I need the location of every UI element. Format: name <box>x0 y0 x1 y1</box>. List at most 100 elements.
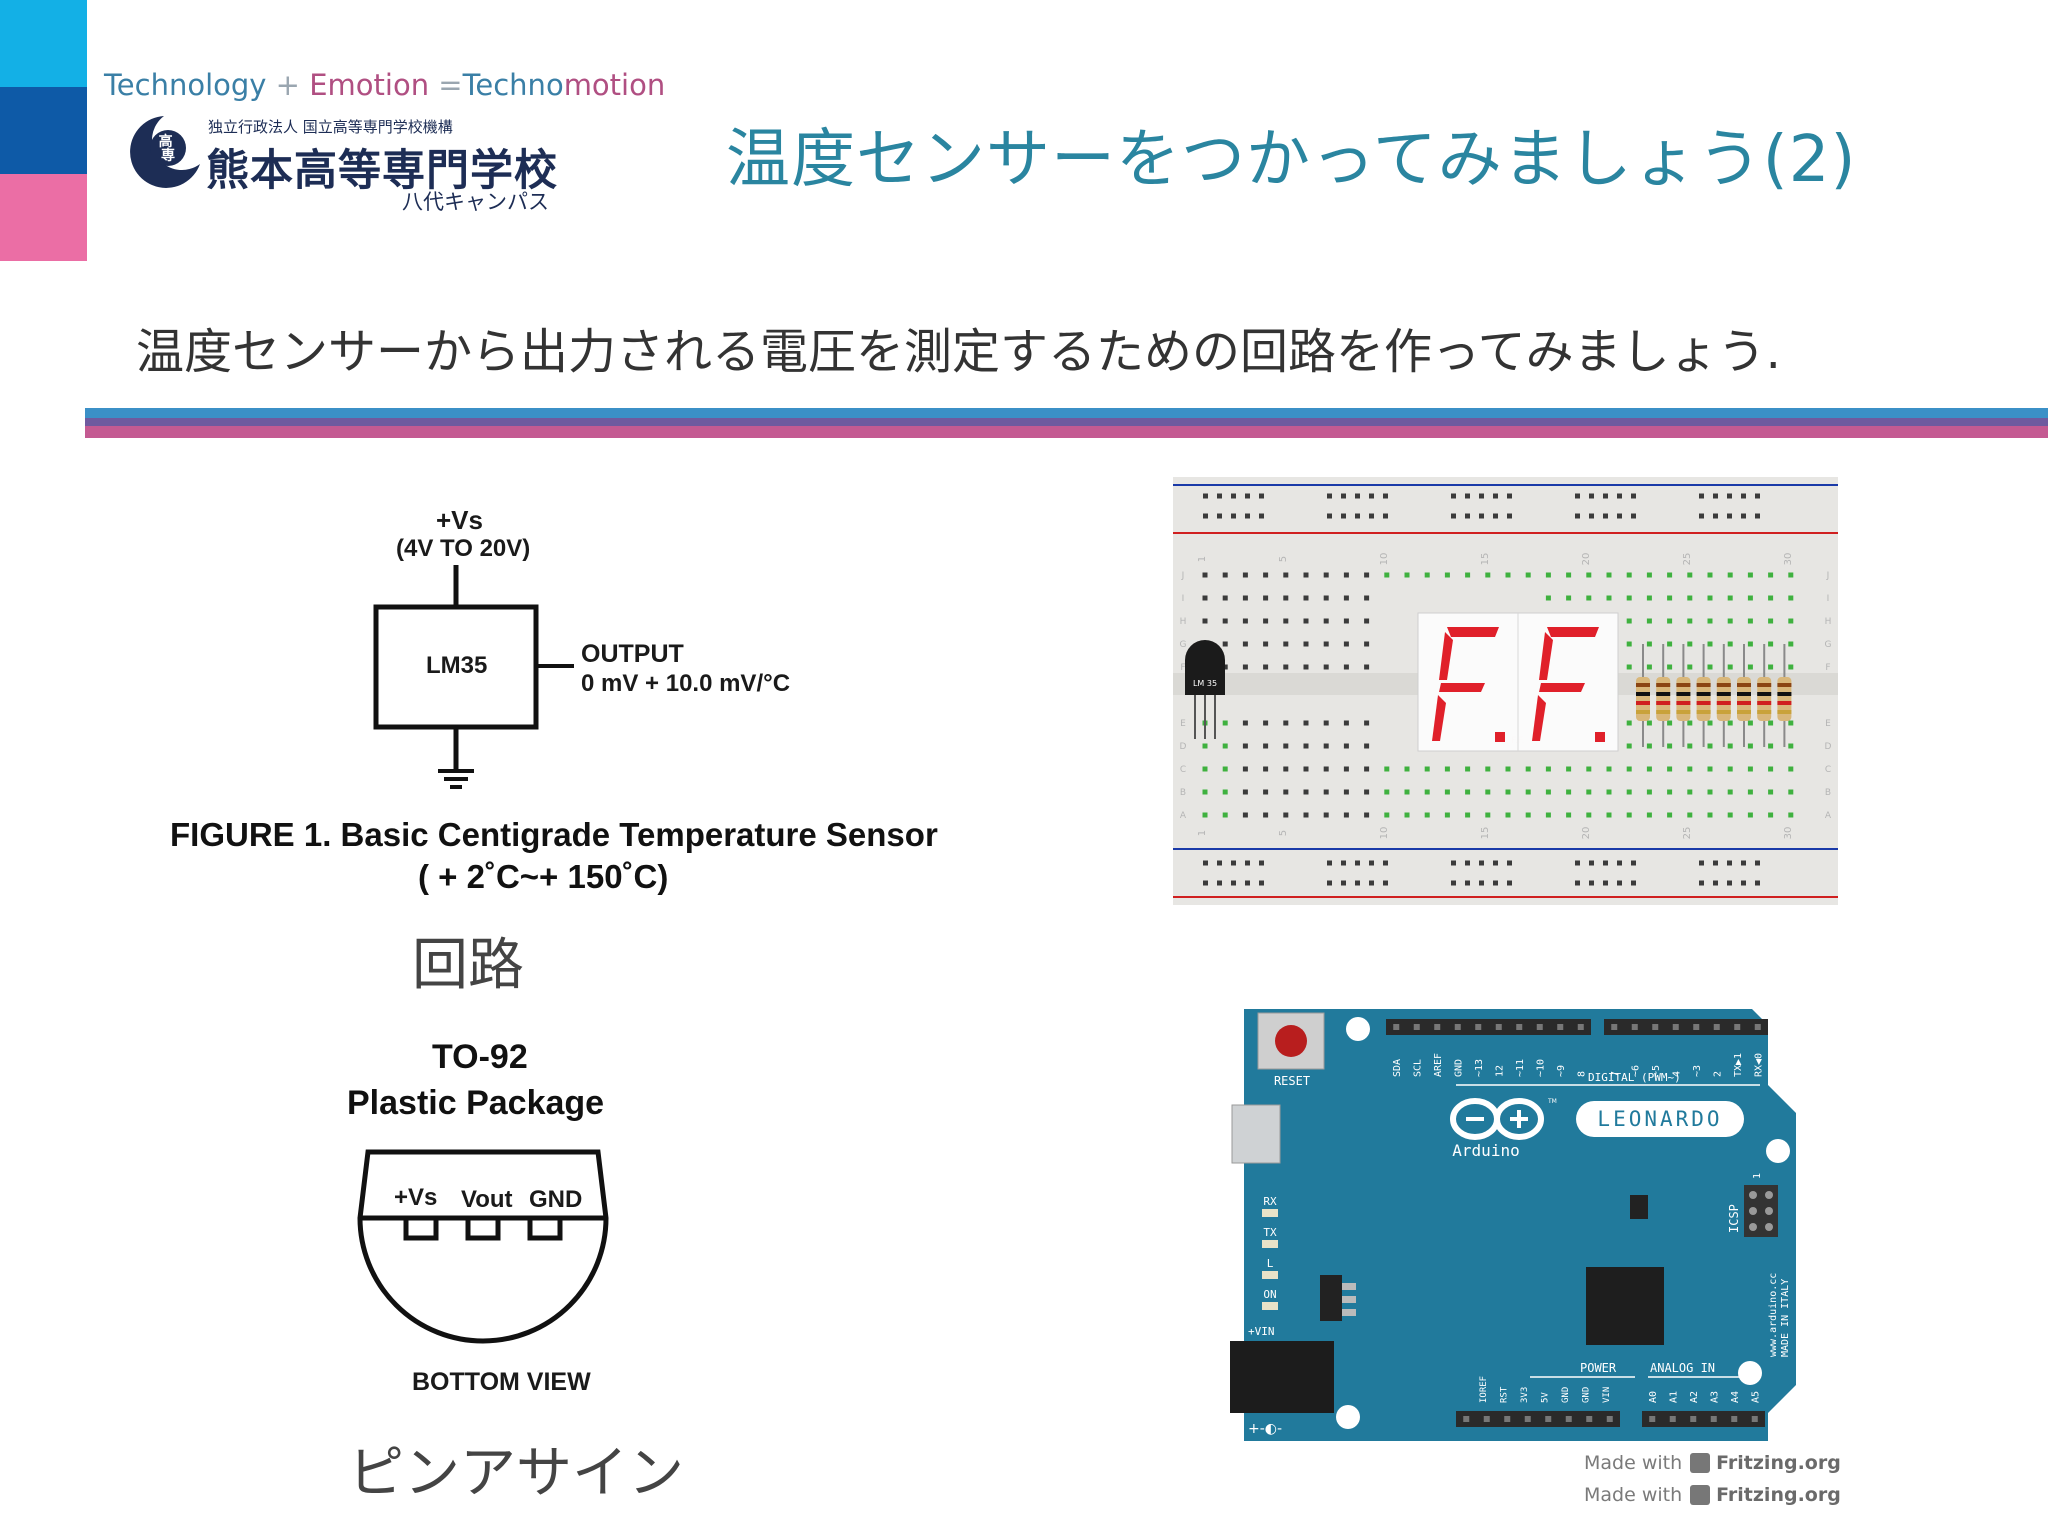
hole <box>1727 789 1733 795</box>
header-pin[interactable] <box>1545 1416 1552 1422</box>
tagline-motion: motion <box>563 68 666 102</box>
rail-hole <box>1699 860 1704 866</box>
header-pin[interactable] <box>1606 1416 1613 1422</box>
hole <box>1242 595 1248 601</box>
header-pin[interactable] <box>1672 1024 1679 1030</box>
header-pin[interactable] <box>1734 1024 1741 1030</box>
hole <box>1727 641 1733 647</box>
hole <box>1707 720 1713 726</box>
hole <box>1626 641 1632 647</box>
rail-hole <box>1741 860 1746 866</box>
rail-hole <box>1203 493 1208 499</box>
hole <box>1384 766 1390 772</box>
hole <box>1626 720 1632 726</box>
hole <box>1626 812 1632 818</box>
row-letter: C <box>1825 765 1831 775</box>
hole <box>1667 720 1673 726</box>
rail-hole <box>1259 493 1264 499</box>
hole <box>1465 766 1471 772</box>
hole <box>1404 789 1410 795</box>
header-pin[interactable] <box>1483 1416 1490 1422</box>
column-number: 5 <box>1278 830 1289 836</box>
led-label: L <box>1267 1257 1274 1270</box>
hole <box>1242 618 1248 624</box>
header-pin[interactable] <box>1577 1024 1584 1030</box>
header-pin[interactable] <box>1693 1024 1700 1030</box>
rail-hole <box>1603 493 1608 499</box>
hole <box>1727 595 1733 601</box>
header-pin[interactable] <box>1710 1416 1717 1422</box>
hole <box>1303 641 1309 647</box>
hole <box>1263 641 1269 647</box>
seven-seg-segments <box>1432 627 1605 742</box>
header-pin[interactable] <box>1611 1024 1618 1030</box>
top-pin-label: GND <box>1454 1059 1465 1077</box>
header-pin[interactable] <box>1463 1416 1470 1422</box>
header-pin[interactable] <box>1631 1024 1638 1030</box>
header-pin[interactable] <box>1504 1416 1511 1422</box>
header-pin[interactable] <box>1393 1024 1400 1030</box>
hole <box>1444 789 1450 795</box>
hole <box>1545 766 1551 772</box>
hole <box>1768 720 1774 726</box>
fritzing-icon <box>1690 1485 1711 1505</box>
rail-hole <box>1369 493 1374 499</box>
status-led <box>1262 1209 1278 1217</box>
header-pin[interactable] <box>1751 1416 1758 1422</box>
hole <box>1566 595 1572 601</box>
header-pin[interactable] <box>1413 1024 1420 1030</box>
rail-hole <box>1507 880 1512 886</box>
hole <box>1646 618 1652 624</box>
header-strip <box>1386 1019 1591 1035</box>
header-pin[interactable] <box>1516 1024 1523 1030</box>
reset-button[interactable] <box>1275 1025 1307 1057</box>
accent-block-pink <box>0 174 87 261</box>
rail-hole <box>1617 880 1622 886</box>
header-pin[interactable] <box>1536 1024 1543 1030</box>
resistor-band <box>1716 683 1731 687</box>
rail-hole <box>1589 880 1594 886</box>
header-pin[interactable] <box>1586 1416 1593 1422</box>
resistor-band <box>1777 701 1792 705</box>
header-pin[interactable] <box>1565 1416 1572 1422</box>
rail-hole <box>1383 880 1388 886</box>
hole <box>1667 789 1673 795</box>
hole <box>1667 743 1673 749</box>
rail-hole <box>1575 513 1580 519</box>
rail-hole <box>1203 880 1208 886</box>
hole <box>1667 641 1673 647</box>
hole <box>1364 720 1370 726</box>
segment-g <box>1439 683 1485 692</box>
rail-hole <box>1245 860 1250 866</box>
reset-label: RESET <box>1274 1074 1310 1088</box>
header-pin[interactable] <box>1524 1416 1531 1422</box>
hole <box>1242 812 1248 818</box>
rail-hole <box>1589 513 1594 519</box>
header-pin[interactable] <box>1690 1416 1697 1422</box>
header-pin[interactable] <box>1652 1024 1659 1030</box>
header-pin[interactable] <box>1475 1024 1482 1030</box>
brand-label: Arduino <box>1452 1141 1519 1160</box>
hole <box>1404 572 1410 578</box>
column-number: 5 <box>1278 556 1289 562</box>
hole <box>1283 789 1289 795</box>
hole <box>1343 664 1349 670</box>
header-pin[interactable] <box>1434 1024 1441 1030</box>
header-pin[interactable] <box>1495 1024 1502 1030</box>
header-pin[interactable] <box>1713 1024 1720 1030</box>
header-pin[interactable] <box>1557 1024 1564 1030</box>
header-pin[interactable] <box>1454 1024 1461 1030</box>
top-pin-label: ~6 <box>1631 1065 1642 1077</box>
led-label: TX <box>1263 1226 1277 1239</box>
resistor-band <box>1676 683 1691 687</box>
header-pin[interactable] <box>1669 1416 1676 1422</box>
header-pin[interactable] <box>1731 1416 1738 1422</box>
hole <box>1707 766 1713 772</box>
header-pin[interactable] <box>1649 1416 1656 1422</box>
hole <box>1364 664 1370 670</box>
header-pin[interactable] <box>1754 1024 1761 1030</box>
credit-made-with: Made with <box>1584 1452 1683 1474</box>
